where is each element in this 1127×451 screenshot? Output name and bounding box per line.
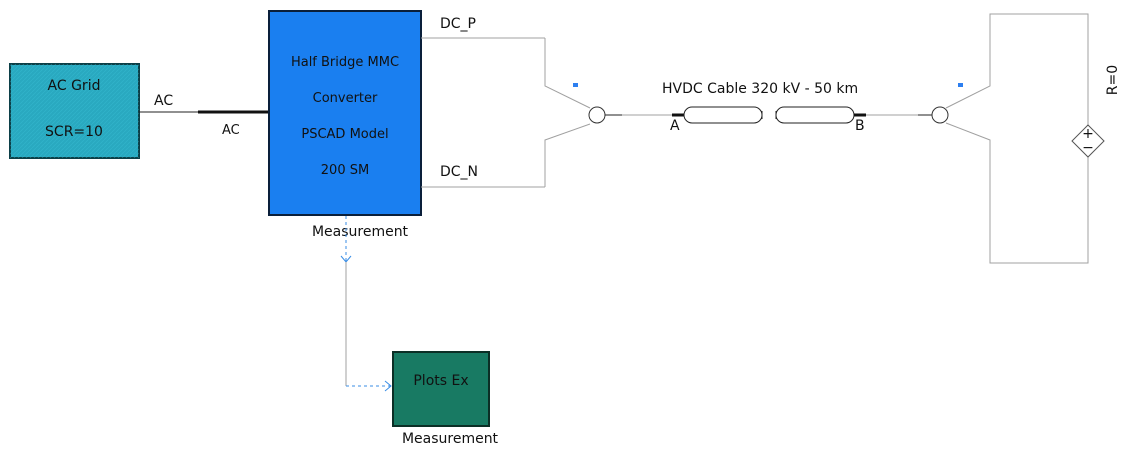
- mmc-measurement-label: Measurement: [312, 224, 409, 240]
- plots-measurement-label: Measurement: [402, 431, 499, 447]
- dc-p-wire-drop[interactable]: [544, 38, 591, 109]
- ac-port-label: AC: [222, 123, 240, 138]
- mmc-converter-block[interactable]: Half Bridge MMC Converter PSCAD Model 20…: [268, 10, 422, 216]
- right-junction-marker: [958, 83, 963, 87]
- plots-block[interactable]: Plots Ex: [392, 351, 490, 427]
- cable-segment-right: [775, 106, 855, 124]
- mmc-line1: Half Bridge MMC: [291, 55, 399, 70]
- dc-n-label: DC_N: [440, 164, 478, 180]
- source-minus: −: [1082, 140, 1094, 156]
- ac-grid-block[interactable]: AC Grid SCR=10: [9, 63, 140, 159]
- dc-n-wire-rise[interactable]: [544, 123, 591, 187]
- ac-wire-label: AC: [154, 93, 173, 109]
- dc-voltage-source[interactable]: + −: [1071, 124, 1105, 158]
- dc-p-label: DC_P: [440, 16, 476, 32]
- left-junction-marker: [573, 83, 578, 87]
- cable-segment-left: [683, 106, 763, 124]
- ac-grid-scr: SCR=10: [45, 124, 103, 140]
- source-plus: +: [1082, 126, 1094, 142]
- source-diamond: [1071, 124, 1105, 158]
- cable-end-a: A: [670, 118, 680, 134]
- ac-grid-texture: [10, 64, 139, 158]
- plots-body: [392, 351, 490, 427]
- right-junction-node[interactable]: [931, 106, 949, 124]
- mmc-line2: Converter: [313, 91, 378, 106]
- source-r-label: R=0: [1105, 65, 1121, 95]
- mmc-line3: PSCAD Model: [301, 127, 388, 142]
- left-junction-node[interactable]: [588, 106, 606, 124]
- measurement-arrow-right: [384, 380, 392, 392]
- cable-end-b: B: [855, 118, 865, 134]
- hvdc-cable[interactable]: [683, 106, 855, 124]
- ac-grid-title: AC Grid: [48, 78, 101, 94]
- right-lower-loop[interactable]: [945, 122, 1089, 264]
- right-upper-loop[interactable]: [945, 13, 1089, 126]
- cable-title: HVDC Cable 320 kV - 50 km: [662, 81, 858, 97]
- mmc-line4: 200 SM: [321, 163, 369, 178]
- mmc-body: [268, 10, 422, 216]
- plots-title: Plots Ex: [413, 373, 468, 389]
